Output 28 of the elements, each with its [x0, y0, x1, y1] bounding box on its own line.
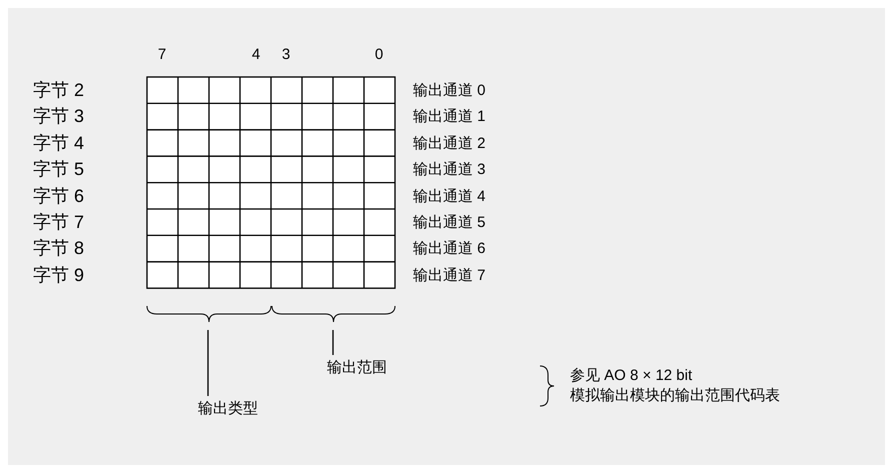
channel-label: 输出通道 1	[413, 107, 486, 128]
note-text: 参见 AO 8 × 12 bit	[570, 366, 692, 386]
curly-brace	[272, 306, 396, 322]
leader-line	[332, 330, 334, 355]
leader-line	[207, 330, 209, 396]
note-text: 模拟输出模块的输出范围代码表	[570, 386, 780, 406]
channel-label: 输出通道 5	[413, 213, 486, 233]
bit-number: 4	[252, 46, 260, 64]
byte-label: 字节 3	[33, 105, 84, 128]
byte-label: 字节 2	[33, 79, 84, 101]
byte-label: 字节 4	[33, 132, 84, 154]
byte-label: 字节 8	[33, 237, 84, 260]
group-label: 输出类型	[198, 398, 258, 420]
curly-brace	[146, 306, 272, 322]
byte-label: 字节 9	[33, 264, 84, 286]
channel-label: 输出通道 6	[413, 239, 486, 260]
channel-label: 输出通道 3	[413, 160, 486, 180]
bit-number: 3	[282, 46, 290, 64]
channel-label: 输出通道 0	[413, 81, 486, 101]
bit-number: 0	[374, 46, 384, 64]
byte-label: 字节 7	[33, 211, 84, 233]
channel-label: 输出通道 7	[413, 266, 486, 286]
bit-number: 7	[158, 46, 166, 64]
group-label: 输出范围	[327, 357, 387, 379]
channel-label: 输出通道 2	[413, 134, 486, 154]
byte-label: 字节 5	[33, 158, 84, 180]
channel-label: 输出通道 4	[413, 186, 486, 207]
byte-label: 字节 6	[33, 184, 84, 207]
